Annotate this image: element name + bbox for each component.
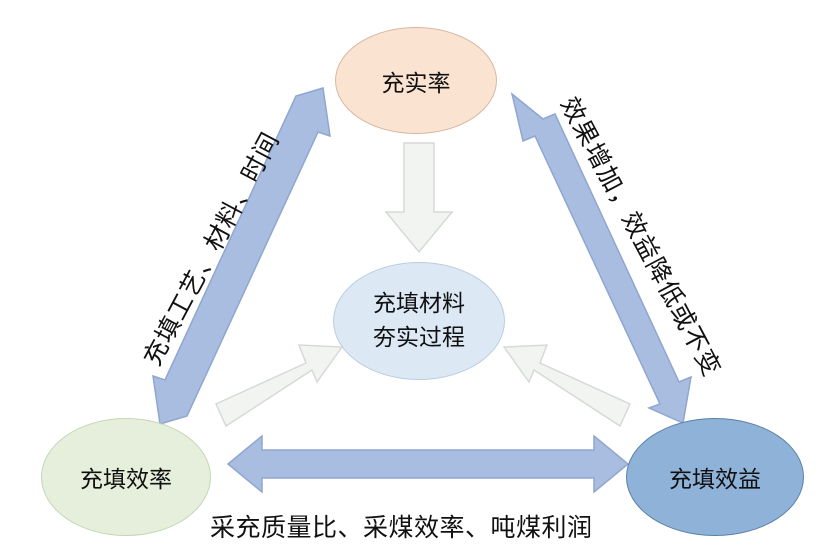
node-filling-efficiency-label: 充填效率: [80, 467, 172, 493]
edge-label-bottom: 采充质量比、采煤效率、吨煤利润: [210, 513, 593, 542]
node-compaction-line1: 充填材料: [373, 291, 465, 317]
node-fill-rate-label: 充实率: [381, 70, 451, 97]
node-compaction-process: 充填材料 夯实过程: [333, 262, 505, 380]
arrow-top-to-center: [384, 142, 454, 254]
arrow-right-to-center: [502, 344, 631, 428]
node-filling-benefit-label: 充填效益: [669, 467, 761, 493]
node-filling-efficiency: 充填效率: [41, 418, 211, 536]
node-filling-benefit: 充填效益: [626, 418, 804, 536]
node-fill-rate: 充实率: [335, 27, 497, 134]
arrow-bottom-edge: [226, 434, 630, 494]
arrow-left-to-center: [215, 344, 344, 428]
node-compaction-line2: 夯实过程: [373, 325, 465, 351]
